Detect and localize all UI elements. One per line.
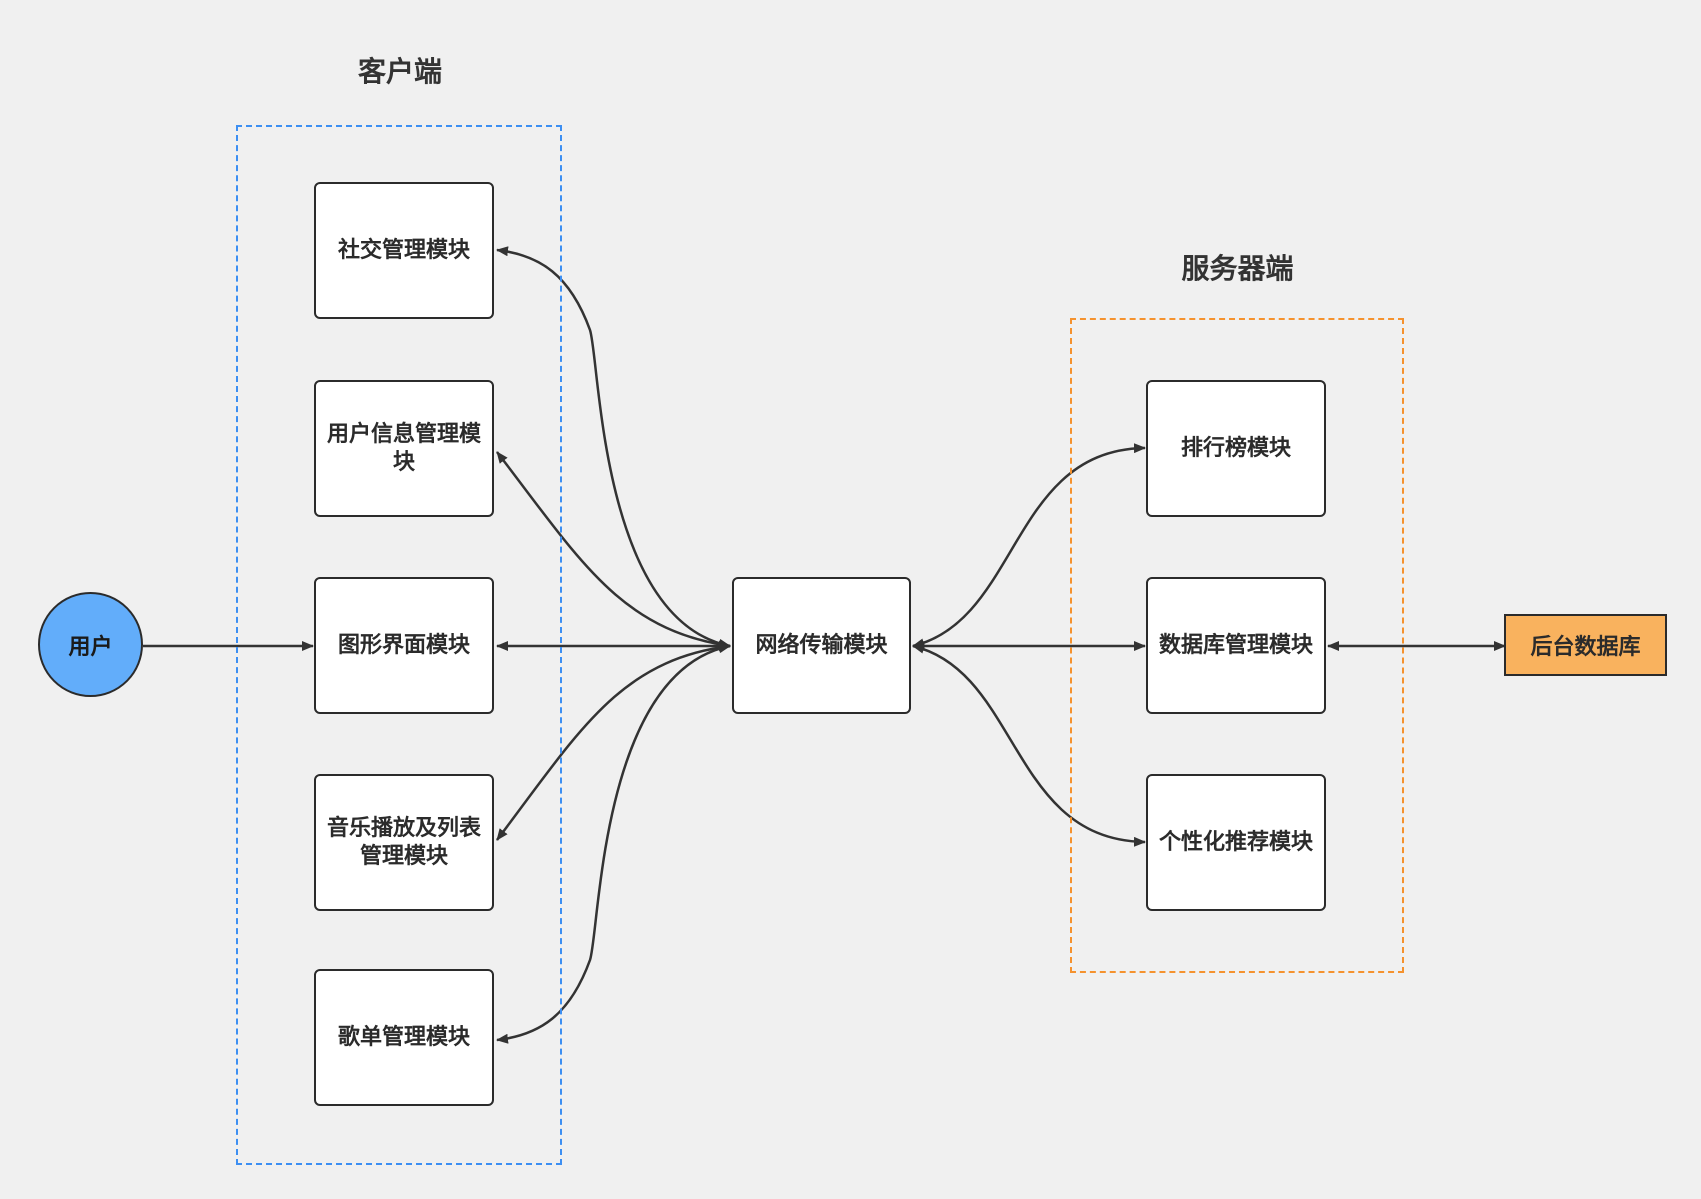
- server-group-box: [1070, 318, 1404, 973]
- edge-network-ranking: [912, 443, 1146, 649]
- network-module-label: 网络传输模块: [755, 632, 888, 658]
- social-module[interactable]: 社交管理模块: [314, 182, 494, 319]
- server-group-title: 服务器端: [1181, 252, 1294, 285]
- network-module[interactable]: 网络传输模块: [732, 577, 911, 714]
- edge-network-recommend: [912, 643, 1146, 847]
- dbmgmt-module[interactable]: 数据库管理模块: [1146, 577, 1326, 714]
- database-node[interactable]: 后台数据库: [1504, 614, 1667, 676]
- recommend-module[interactable]: 个性化推荐模块: [1146, 774, 1326, 911]
- userinfo-module-label: 用户信息管理模块: [326, 421, 481, 475]
- ranking-module-label: 排行榜模块: [1180, 435, 1291, 461]
- gui-module-label: 图形界面模块: [337, 632, 470, 658]
- social-module-label: 社交管理模块: [337, 237, 470, 263]
- music-module[interactable]: 音乐播放及列表管理模块: [314, 774, 494, 911]
- playlist-module[interactable]: 歌单管理模块: [314, 969, 494, 1106]
- edge-network-playlist: [496, 643, 731, 1044]
- playlist-module-label: 歌单管理模块: [337, 1024, 470, 1050]
- recommend-module-label: 个性化推荐模块: [1158, 829, 1313, 855]
- client-group-box: [236, 125, 562, 1165]
- music-module-label: 音乐播放及列表管理模块: [326, 815, 481, 869]
- client-group-title: 客户端: [357, 55, 442, 88]
- userinfo-module[interactable]: 用户信息管理模块: [314, 380, 494, 517]
- dbmgmt-module-label: 数据库管理模块: [1158, 632, 1313, 658]
- edge-network-userinfo: [496, 451, 731, 650]
- ranking-module[interactable]: 排行榜模块: [1146, 380, 1326, 517]
- user-node[interactable]: 用户: [38, 592, 143, 697]
- gui-module[interactable]: 图形界面模块: [314, 577, 494, 714]
